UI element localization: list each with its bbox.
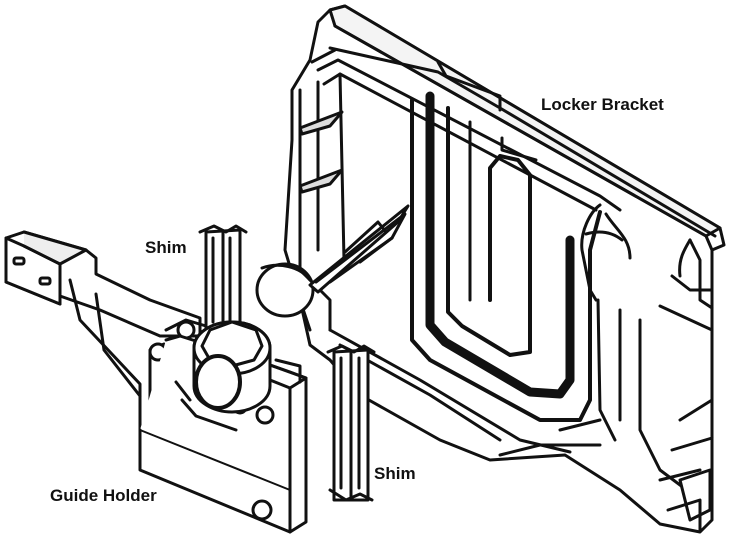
guide-holder — [4, 230, 308, 534]
locker-bracket-label: Locker Bracket — [539, 95, 666, 115]
upper-shim-label: Shim — [143, 238, 189, 258]
lower-shim — [326, 344, 376, 502]
locker-bracket — [255, 4, 726, 534]
lower-shim-label: Shim — [372, 464, 418, 484]
upper-shim — [198, 224, 248, 332]
guide-holder-label: Guide Holder — [48, 486, 159, 506]
